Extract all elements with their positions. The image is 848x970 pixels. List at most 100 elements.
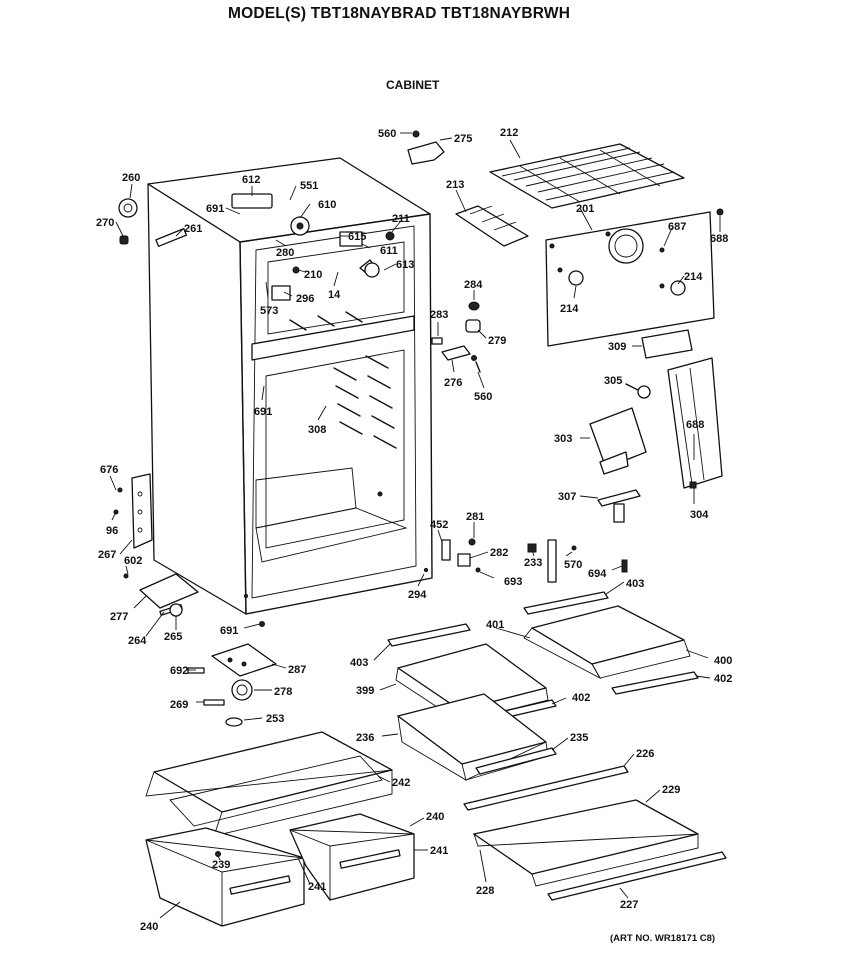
callout-label: 611 [380,245,398,257]
callout-label: 402 [572,692,590,704]
callout-label: 212 [500,127,518,139]
callout-label: 265 [164,631,182,643]
callout-label: 269 [170,699,188,711]
callout-label: 264 [128,635,147,647]
callout-label: 452 [430,519,448,531]
callout-label: 283 [430,309,448,321]
callout-label: 270 [96,217,114,229]
callout-label: 309 [608,341,626,353]
callout-labels: 560 275 212 260 612 551 213 270 691 610 … [96,127,732,933]
callout-label: 691 [220,625,238,637]
callout-label: 227 [620,899,638,911]
callout-label: 241 [430,845,448,857]
callout-label: 615 [348,231,366,243]
callout-label: 612 [242,174,260,186]
callout-label: 276 [444,377,462,389]
ice-tray-213 [455,205,529,247]
shelf-assembly-right [387,591,727,901]
air-duct-304 [625,357,723,489]
callout-label: 240 [140,921,158,933]
callout-label: 275 [454,133,472,145]
callout-label: 210 [304,269,322,281]
label-309 [641,329,693,359]
callout-label: 242 [392,777,410,789]
callout-label: 253 [266,713,284,725]
section-title: CABINET [386,78,440,92]
callout-label: 570 [564,559,582,571]
bottom-hinge-parts [113,487,277,727]
callout-label: 676 [100,464,118,476]
callout-label: 14 [328,289,341,301]
callout-label: 692 [170,665,188,677]
callout-label: 226 [636,748,654,760]
leader-lines [109,132,721,919]
callout-label: 401 [486,619,504,631]
part-307 [597,489,641,523]
small-parts-center [431,301,481,373]
callout-label: 233 [524,557,542,569]
small-parts-lower [441,538,628,583]
callout-label: 400 [714,655,732,667]
top-hinge-275 [407,130,445,165]
callout-label: 228 [476,885,494,897]
callout-label: 284 [464,279,483,291]
callout-label: 278 [274,686,292,698]
callout-label: 235 [570,732,588,744]
callout-label: 308 [308,424,326,436]
callout-label: 241 [308,881,326,893]
callout-label: 403 [626,578,644,590]
callout-label: 691 [254,406,272,418]
callout-label: 229 [662,784,680,796]
callout-label: 305 [604,375,622,387]
callout-label: 287 [288,664,306,676]
callout-label: 403 [350,657,368,669]
cabinet-shell [131,157,433,615]
top-hinge-assembly [118,198,138,245]
bottom-drawer-assembly [145,731,415,927]
callout-label: 602 [124,555,142,567]
damper-303 [589,407,647,475]
callout-label: 280 [276,247,294,259]
art-number: (ART NO. WR18171 C8) [610,933,716,944]
callout-label: 691 [206,203,224,215]
callout-label: 304 [690,509,709,521]
callout-label: 260 [122,172,140,184]
callout-label: 236 [356,732,374,744]
callout-label: 211 [392,213,410,225]
callout-label: 551 [300,180,318,192]
callout-label: 402 [714,673,732,685]
callout-label: 610 [318,199,336,211]
callout-label: 687 [668,221,686,233]
callout-label: 294 [408,589,427,601]
callout-label: 282 [490,547,508,559]
callout-label: 214 [684,271,703,283]
callout-label: 296 [296,293,314,305]
callout-label: 694 [588,568,607,580]
callout-label: 214 [560,303,579,315]
callout-label: 399 [356,685,374,697]
callout-label: 267 [98,549,116,561]
callout-label: 693 [504,576,522,588]
callout-label: 613 [396,259,414,271]
wire-shelf-212 [489,143,685,209]
callout-label: 307 [558,491,576,503]
callout-label: 560 [378,128,396,140]
callout-label: 277 [110,611,128,623]
callout-label: 303 [554,433,572,445]
callout-label: 201 [576,203,594,215]
callout-label: 213 [446,179,464,191]
callout-label: 240 [426,811,444,823]
callout-label: 573 [260,305,278,317]
callout-label: 560 [474,391,492,403]
callout-label: 261 [184,223,202,235]
model-title: MODEL(S) TBT18NAYBRAD TBT18NAYBRWH [228,5,571,22]
callout-label: 688 [686,419,704,431]
callout-label: 688 [710,233,728,245]
callout-label: 96 [106,525,118,537]
callout-label: 281 [466,511,484,523]
callout-label: 239 [212,859,230,871]
evaporator-cover-201 [545,208,724,347]
callout-label: 279 [488,335,506,347]
